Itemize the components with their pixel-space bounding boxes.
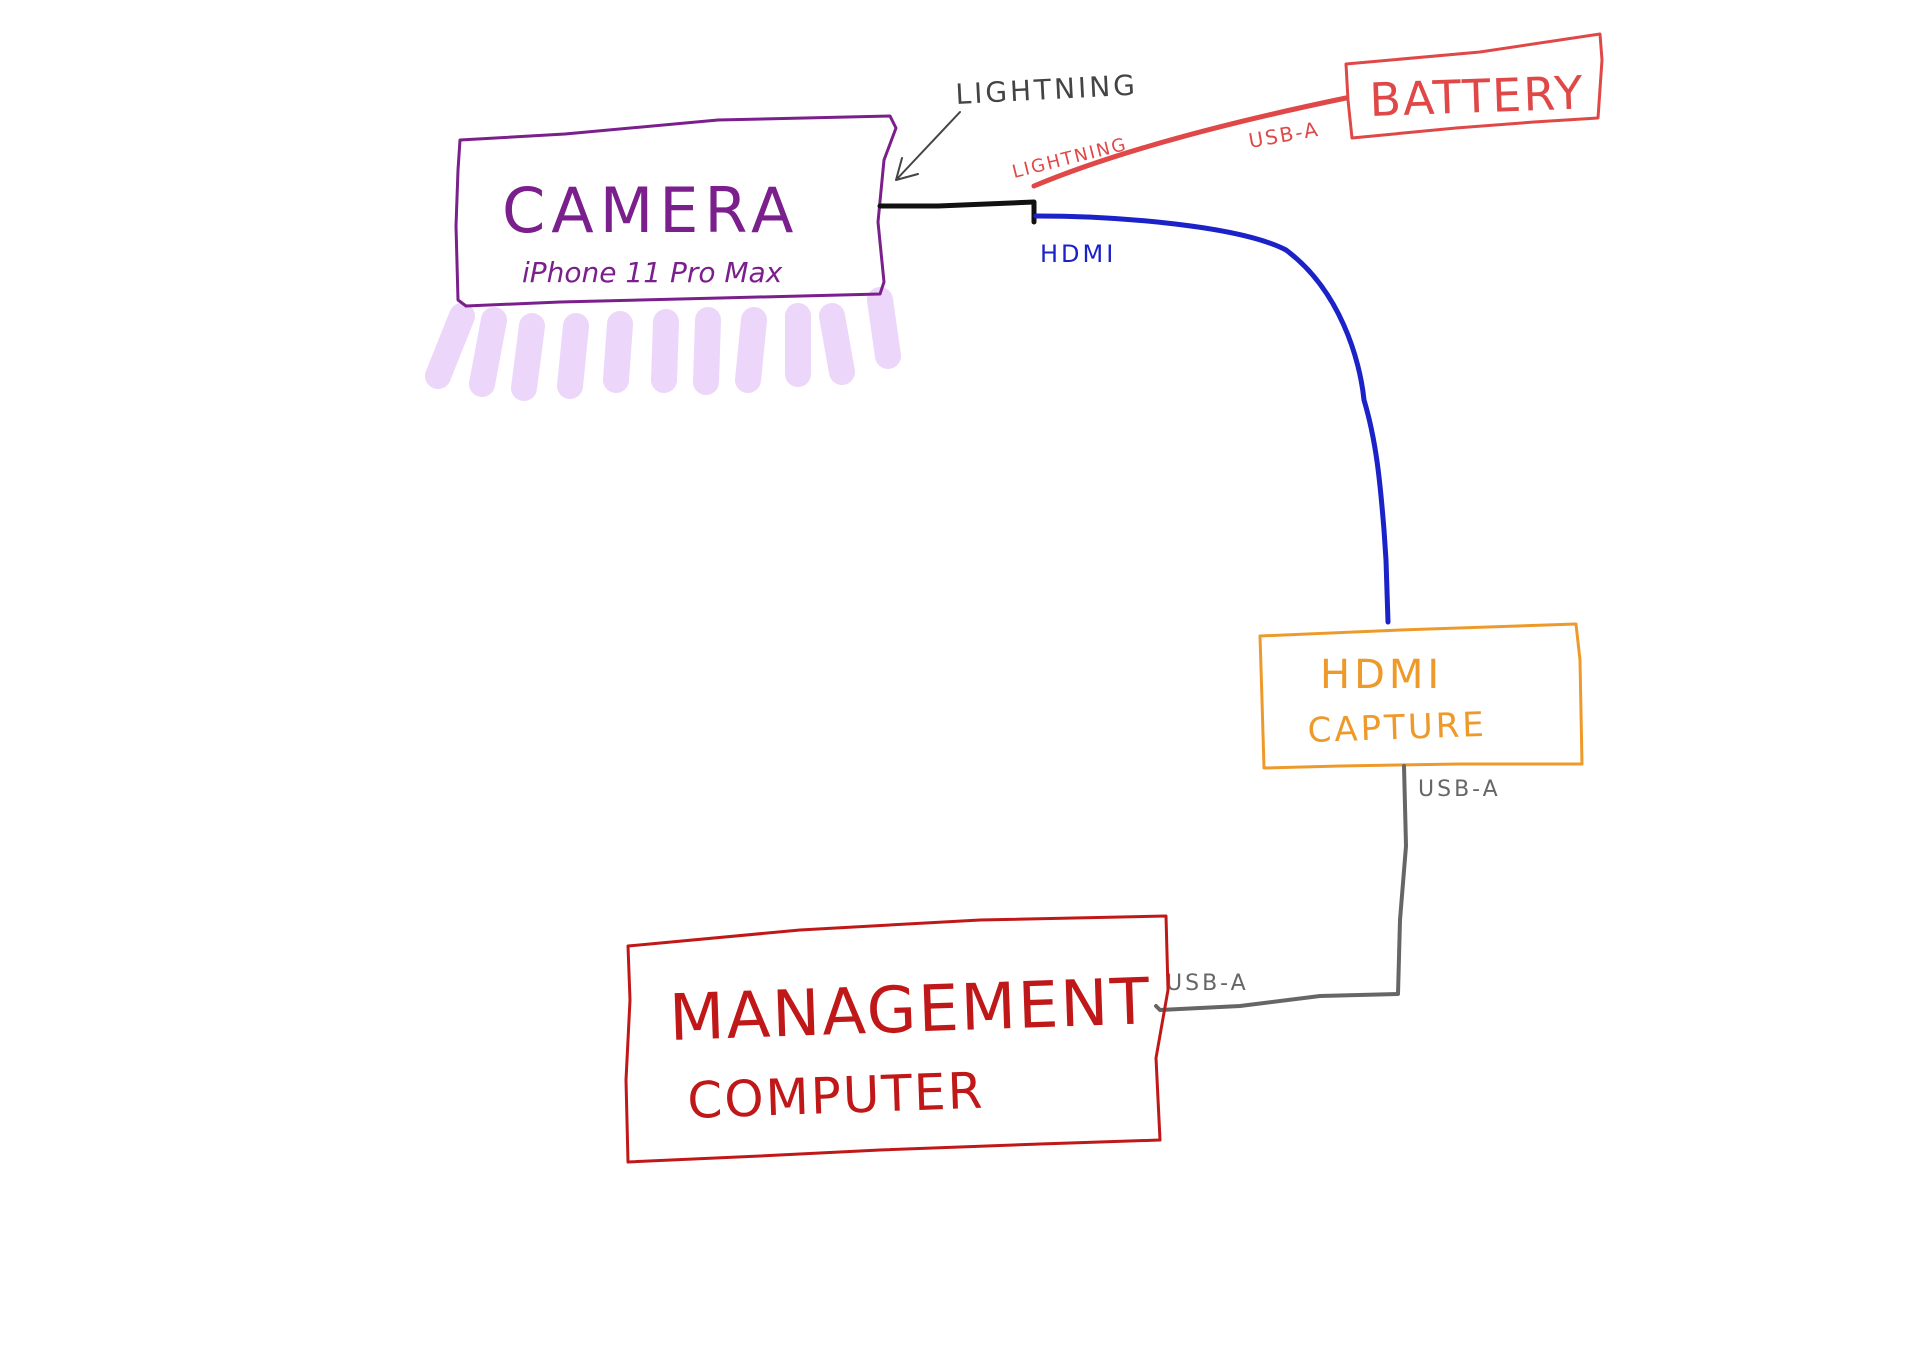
hdmi-capture-title: HDMI (1320, 652, 1443, 698)
tripod-leg (867, 287, 901, 369)
hdmi-capture-box (1258, 622, 1584, 770)
management-computer-subtitle: COMPUTER (686, 1062, 985, 1130)
camera-box (454, 114, 898, 308)
power-cable-label-lightning: LIGHTNING (1010, 134, 1130, 183)
power-cable-line (1031, 95, 1349, 189)
battery-box (1344, 32, 1604, 140)
lightning-callout-label: LIGHTNING (955, 68, 1139, 111)
tripod-leg (735, 307, 767, 393)
camera-title: CAMERA (502, 174, 799, 247)
usb-cable-label-top: USB-A (1418, 777, 1501, 802)
tripod-leg (557, 313, 589, 399)
management-computer-node: MANAGEMENT COMPUTER (624, 914, 1170, 1164)
hdmi-cable: HDMI (1033, 213, 1391, 625)
tripod-leg (511, 313, 545, 401)
usb-cable-label-bottom: USB-A (1166, 971, 1249, 996)
tripod-leg (603, 311, 633, 393)
camera-subtitle: iPhone 11 Pro Max (522, 256, 783, 289)
tripod-leg (819, 303, 855, 385)
camera-node: CAMERA iPhone 11 Pro Max (454, 114, 898, 308)
hdmi-capture-node: HDMI CAPTURE (1258, 622, 1584, 770)
power-cable: LIGHTNING USB-A (1010, 95, 1349, 189)
management-computer-title: MANAGEMENT (668, 965, 1152, 1056)
tripod-leg (425, 303, 475, 389)
camera-adapter-cable (877, 199, 1037, 225)
tripod-stand (425, 287, 901, 401)
tripod-leg (651, 309, 679, 393)
tripod-leg (693, 307, 721, 395)
power-cable-label-usb-a: USB-A (1247, 117, 1322, 153)
hdmi-cable-label: HDMI (1040, 240, 1116, 268)
battery-title: BATTERY (1368, 66, 1585, 127)
hdmi-capture-subtitle: CAPTURE (1307, 705, 1488, 751)
tripod-leg (469, 307, 507, 397)
battery-node: BATTERY (1344, 32, 1604, 140)
hdmi-cable-line (1033, 213, 1391, 625)
management-computer-box (624, 914, 1170, 1164)
lightning-callout-arrow (895, 111, 961, 181)
usb-cable: USB-A USB-A (1154, 764, 1501, 1012)
usb-cable-line (1154, 764, 1408, 1012)
